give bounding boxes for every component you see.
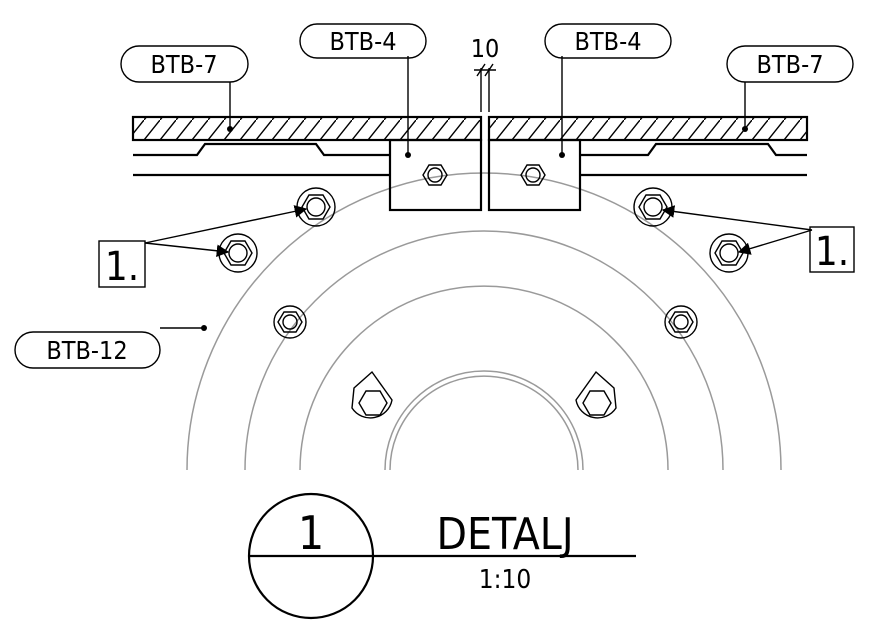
- svg-text:BTB-7: BTB-7: [150, 50, 217, 79]
- title-block: 1 DETALJ 1:10: [247, 492, 636, 620]
- gap-dimension: 10: [471, 34, 500, 112]
- tag-btb4-right: BTB-4: [544, 23, 672, 59]
- leader-arrow-icon: [144, 205, 308, 244]
- hex-bolt-icon: [709, 233, 749, 273]
- tag-btb7-left: BTB-7: [120, 45, 249, 83]
- hex-bolt-icon: [296, 187, 336, 227]
- svg-text:1.: 1.: [105, 244, 139, 290]
- bracket-btb4-right: [487, 138, 582, 212]
- hex-bolt-icon: [351, 370, 393, 419]
- bolt-row: [218, 187, 749, 419]
- svg-text:BTB-4: BTB-4: [574, 27, 641, 56]
- svg-text:BTB-12: BTB-12: [46, 336, 127, 365]
- leader-lines: [144, 56, 813, 331]
- hex-bolt-icon: [273, 305, 307, 339]
- leader-arrow-icon: [737, 229, 813, 255]
- detail-scale: 1:10: [479, 565, 532, 595]
- item-box-right: 1.: [809, 226, 855, 275]
- tag-btb4-left: BTB-4: [299, 23, 427, 59]
- detail-title: DETALJ: [436, 509, 573, 560]
- item-box-left: 1.: [98, 240, 146, 290]
- hex-bolt-icon: [520, 164, 546, 186]
- hex-bolt-icon: [218, 233, 258, 273]
- bracket-btb4-left: [388, 138, 483, 212]
- hex-bolt-icon: [633, 187, 673, 227]
- hex-bolt-icon: [422, 164, 448, 186]
- tag-btb7-right: BTB-7: [726, 45, 854, 83]
- hex-bolt-icon: [664, 305, 698, 339]
- plate-btb7-left: [131, 115, 483, 177]
- tag-btb12: BTB-12: [14, 331, 161, 369]
- dot-marker-icon: [201, 325, 207, 331]
- svg-text:1.: 1.: [815, 229, 849, 275]
- plate-btb7-right: [487, 115, 809, 177]
- svg-text:BTB-7: BTB-7: [756, 50, 823, 79]
- leader-arrow-icon: [661, 205, 813, 231]
- detail-number: 1: [298, 506, 324, 560]
- svg-text:BTB-4: BTB-4: [329, 27, 396, 56]
- hex-bolt-icon: [575, 370, 617, 419]
- dimension-value: 10: [471, 34, 500, 63]
- flange-arcs: [186, 172, 782, 471]
- leader-arrow-icon: [144, 242, 230, 258]
